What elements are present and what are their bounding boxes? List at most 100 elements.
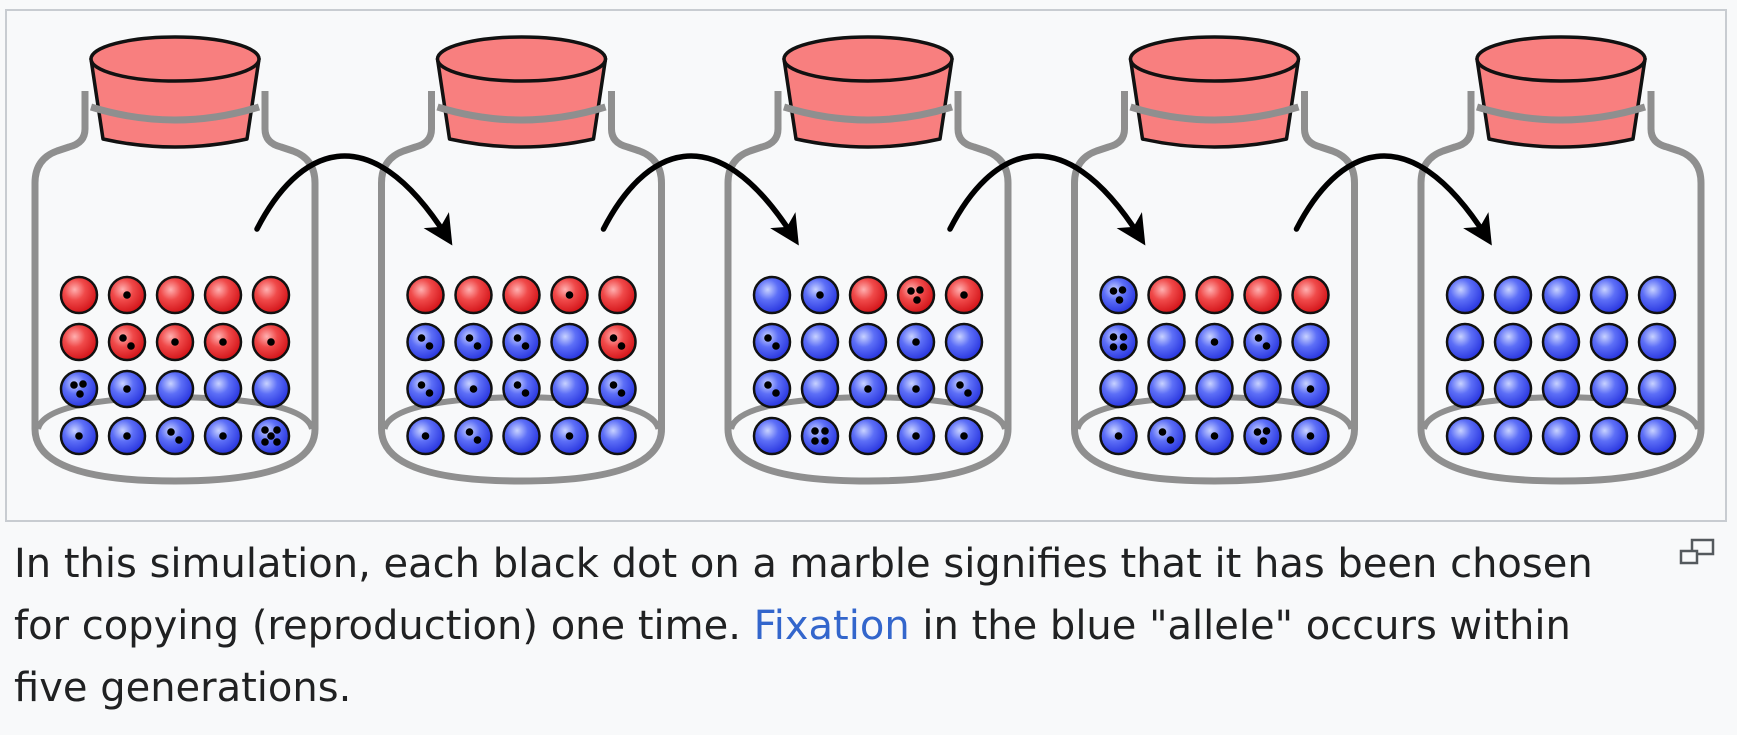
- copy-dot: [1109, 343, 1118, 351]
- red-marble: [107, 275, 147, 315]
- jar-generation-4: [1071, 35, 1358, 485]
- jar-outline: [378, 91, 665, 485]
- blue-marble: [944, 416, 984, 456]
- jars-layer: [31, 35, 1705, 485]
- copy-dot: [1254, 334, 1263, 342]
- copy-dot: [473, 342, 482, 350]
- blue-marble: [944, 322, 984, 362]
- copy-dot: [1166, 436, 1175, 444]
- blue-marble: [454, 369, 493, 409]
- magnify-clip-icon[interactable]: [1678, 538, 1716, 566]
- blue-marble: [1541, 416, 1581, 456]
- copy-dot: [1109, 333, 1118, 341]
- red-marble: [155, 322, 195, 362]
- copy-dot: [1114, 432, 1123, 440]
- copy-dot: [465, 334, 474, 342]
- jar-generation-1: [31, 35, 319, 485]
- red-marble: [454, 275, 493, 315]
- blue-marble: [406, 416, 445, 456]
- copy-dot: [123, 432, 131, 440]
- blue-marble: [107, 416, 147, 456]
- blue-marble: [1445, 322, 1485, 362]
- arrow-generation-2-to-3: [600, 153, 799, 246]
- blue-marble: [1291, 369, 1330, 409]
- blue-marble: [896, 416, 936, 456]
- copy-dot: [417, 381, 426, 389]
- blue-marble: [1291, 322, 1330, 362]
- blue-marble: [502, 416, 541, 456]
- copy-dot: [1210, 432, 1219, 440]
- copy-dot: [1262, 427, 1271, 435]
- copy-dot: [1119, 343, 1128, 351]
- blue-marble: [1195, 416, 1234, 456]
- copy-dot: [261, 426, 269, 434]
- figure-caption: In this simulation, each black dot on a …: [14, 533, 1644, 719]
- copy-dot: [171, 338, 179, 346]
- copy-dot: [821, 437, 829, 445]
- blue-marble: [203, 416, 243, 456]
- blue-marble: [896, 322, 936, 362]
- red-marble: [944, 275, 984, 315]
- copy-dot: [473, 436, 482, 444]
- copy-dot: [167, 428, 175, 436]
- copy-dot: [964, 389, 972, 397]
- red-marble: [155, 275, 195, 315]
- blue-marble: [550, 322, 589, 362]
- copy-dot: [267, 432, 275, 440]
- red-marble: [1243, 275, 1282, 315]
- caption-text-after: in the blue "allele" occurs within five …: [14, 603, 1571, 711]
- copy-dot: [764, 334, 772, 342]
- blue-marble: [1243, 322, 1282, 362]
- copy-dot: [273, 438, 281, 446]
- blue-marble: [848, 369, 888, 409]
- copy-dot: [421, 432, 430, 440]
- arrow-generation-4-to-5: [1293, 153, 1492, 246]
- copy-dot: [960, 291, 968, 299]
- copy-dot: [79, 380, 87, 388]
- caption-text-before: In this simulation, each black dot on a …: [14, 541, 1593, 649]
- cork-body: [1128, 57, 1301, 149]
- copy-dot: [816, 291, 824, 299]
- blue-marble: [1637, 322, 1677, 362]
- red-marble: [59, 322, 99, 362]
- copy-dot: [513, 334, 522, 342]
- blue-marble: [502, 369, 541, 409]
- blue-marble: [251, 369, 291, 409]
- copy-dot: [1253, 428, 1262, 436]
- copy-dot: [609, 334, 618, 342]
- blue-marble: [800, 322, 840, 362]
- red-marble: [896, 275, 936, 315]
- red-marble: [1147, 275, 1186, 315]
- blue-marble: [107, 369, 147, 409]
- copy-dot: [1210, 338, 1219, 346]
- blue-marble: [155, 416, 195, 456]
- blue-marble: [1493, 322, 1533, 362]
- copy-dot: [1262, 342, 1271, 350]
- blue-marble: [1589, 322, 1629, 362]
- copy-dot: [417, 334, 426, 342]
- blue-marble: [1147, 369, 1186, 409]
- jar-outline: [1071, 91, 1358, 485]
- blue-marble: [1147, 322, 1186, 362]
- blue-marble: [1637, 416, 1677, 456]
- red-marble: [406, 275, 445, 315]
- copy-dot: [273, 426, 281, 434]
- jar-neck-band: [1129, 103, 1300, 124]
- jar-neck-band: [1475, 103, 1647, 124]
- copy-dot: [912, 385, 920, 393]
- blue-marble: [1243, 416, 1282, 456]
- fixation-link[interactable]: Fixation: [753, 603, 910, 649]
- copy-dot: [425, 389, 434, 397]
- blue-marble: [1445, 416, 1485, 456]
- blue-marble: [1493, 369, 1533, 409]
- blue-marble: [1589, 275, 1629, 315]
- copy-dot: [76, 390, 84, 398]
- cork-body: [1475, 57, 1647, 149]
- blue-marble: [1099, 275, 1138, 315]
- blue-marble: [1541, 369, 1581, 409]
- jar-neck-band: [436, 103, 607, 124]
- blue-marble: [1099, 369, 1138, 409]
- figure-image[interactable]: [5, 9, 1727, 522]
- copy-dot: [772, 342, 780, 350]
